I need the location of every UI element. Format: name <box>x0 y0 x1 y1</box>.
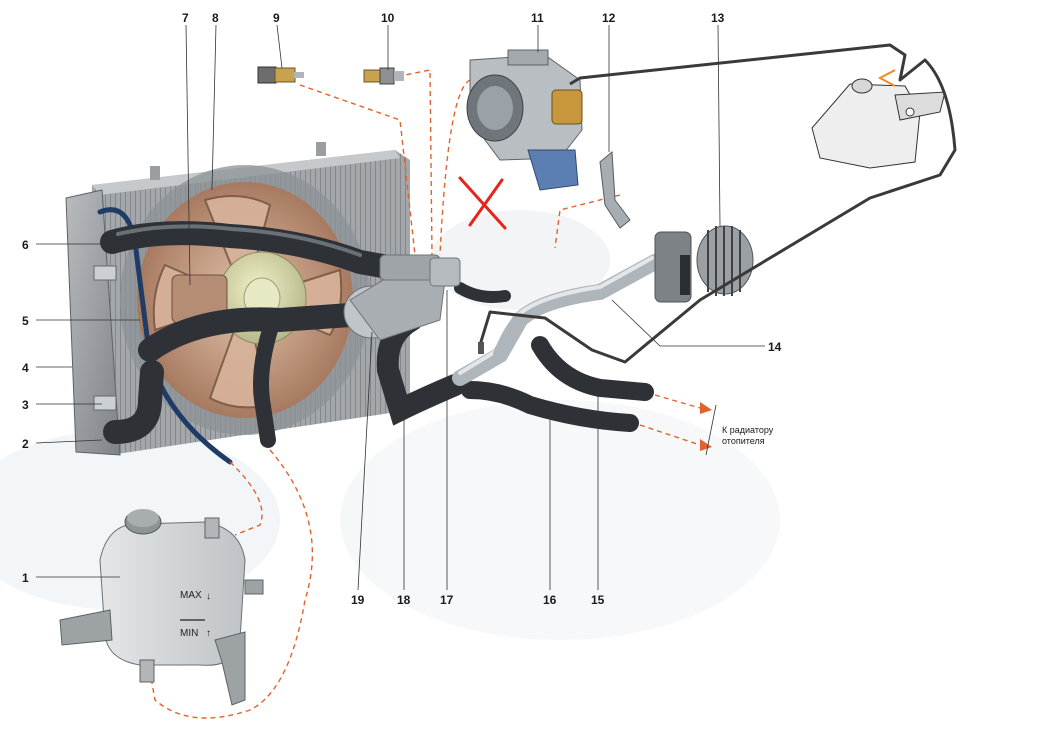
label-9: 9 <box>273 11 280 25</box>
throttle-body <box>466 49 583 191</box>
label-4: 4 <box>22 361 29 375</box>
label-7: 7 <box>182 11 189 25</box>
label-11: 11 <box>531 11 544 25</box>
label-1: 1 <box>22 571 29 585</box>
label-18: 18 <box>397 593 411 607</box>
label-6: 6 <box>22 238 29 252</box>
label-8: 8 <box>212 11 219 25</box>
water-pump <box>654 225 754 303</box>
leader-lines <box>35 24 765 591</box>
sensor-10 <box>363 67 404 85</box>
tank-max-arrow: ↓ <box>206 591 211 602</box>
bracket-12 <box>599 150 631 229</box>
label-5: 5 <box>22 314 29 328</box>
expansion-tank <box>59 509 264 706</box>
part-number-labels: 1 2 3 4 5 6 7 8 9 10 11 12 13 14 15 16 1… <box>22 11 782 607</box>
flow-arrows <box>700 402 712 451</box>
label-16: 16 <box>543 593 557 607</box>
label-2: 2 <box>22 437 29 451</box>
label-15: 15 <box>591 593 605 607</box>
added-tank-arrow <box>877 69 896 87</box>
cross-mark <box>458 176 507 230</box>
added-hose-route <box>478 43 957 364</box>
heater-caption-line-2: отопителя <box>722 436 765 446</box>
rubber-hoses <box>100 221 654 448</box>
heater-divider <box>705 404 717 456</box>
tank-min-arrow: ↑ <box>206 628 211 639</box>
label-19: 19 <box>351 593 365 607</box>
dashed-flow-lines <box>149 69 701 719</box>
label-14: 14 <box>768 340 782 354</box>
sensor-9 <box>257 66 304 84</box>
tank-max-mark: MAX <box>180 590 202 601</box>
added-hose-fitting <box>478 342 484 354</box>
label-13: 13 <box>711 11 725 25</box>
tank-min-mark: MIN <box>180 628 198 639</box>
label-12: 12 <box>602 11 616 25</box>
thermostat-housing <box>343 254 461 341</box>
label-3: 3 <box>22 398 29 412</box>
heater-caption-line-1: К радиатору <box>722 425 774 435</box>
label-10: 10 <box>381 11 395 25</box>
added-expansion-tank <box>811 78 946 169</box>
label-17: 17 <box>440 593 454 607</box>
